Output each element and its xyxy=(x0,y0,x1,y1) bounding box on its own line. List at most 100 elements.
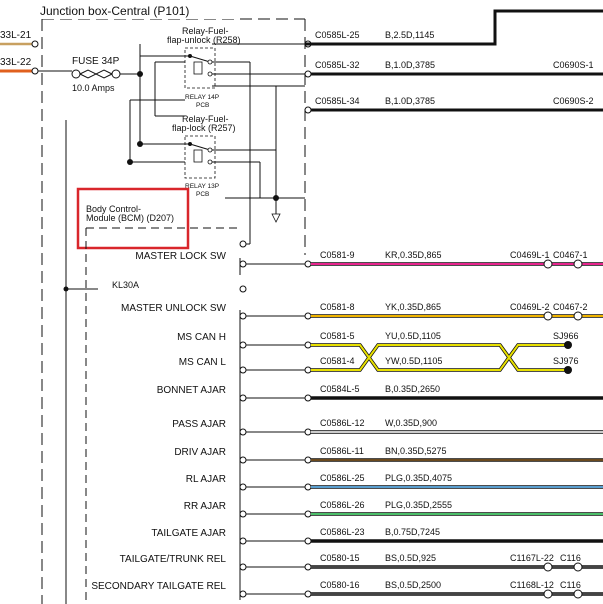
relay-2-name-line1: Relay-Fuel- xyxy=(182,114,229,124)
signal-row: BONNET AJAR C0584L-5 B,0.35D,2650 xyxy=(157,384,603,402)
bcm-pin-icon xyxy=(239,394,247,402)
bcm-pin-icon xyxy=(239,260,247,268)
connector-pin-icon xyxy=(304,590,312,598)
junction-dot-icon xyxy=(137,71,143,77)
wire-spec: PLG,0.35D,4075 xyxy=(385,473,452,483)
wire-pin: C0585L-34 xyxy=(315,96,360,106)
relay-coil-icon xyxy=(193,149,203,163)
wire-pin: C0580-15 xyxy=(320,553,360,563)
relay-switch-icon xyxy=(189,55,211,63)
diode-icon xyxy=(271,213,281,223)
wire-spec: YW,0.5D,1105 xyxy=(385,356,442,366)
fuse-name: FUSE 34P xyxy=(72,56,120,67)
wire-spec: BS,0.5D,2500 xyxy=(385,580,441,590)
wire-pin: C0581-9 xyxy=(320,250,355,260)
connector-pin-icon xyxy=(304,537,312,545)
bcm-pin-icon xyxy=(239,312,247,320)
connector-pin-icon xyxy=(304,312,312,320)
wire-destination: C0690S-2 xyxy=(553,96,594,106)
bcm-pin-icon xyxy=(239,537,247,545)
junction-dot-icon xyxy=(137,141,143,147)
wire-spec: B,0.35D,2650 xyxy=(385,384,440,394)
bcm-pin-icon xyxy=(239,285,247,293)
connector-pin-icon xyxy=(304,563,312,571)
wire-destination-2: C0467-1 xyxy=(553,250,588,260)
signal-label: RR AJAR xyxy=(184,501,226,512)
wire-spec: BS,0.5D,925 xyxy=(385,553,436,563)
junction-dot-icon xyxy=(63,286,69,292)
relay-fuel-flap-unlock: Relay-Fuel- flap-unlock (R258) RELAY 14P… xyxy=(167,26,241,109)
can-wire-line xyxy=(311,344,568,371)
relay-2-pcb-line1: RELAY 13P xyxy=(185,183,219,190)
signal-label: PASS AJAR xyxy=(172,419,226,430)
wire-spec: PLG,0.35D,2555 xyxy=(385,500,452,510)
signal-label: MASTER LOCK SW xyxy=(135,251,226,262)
fuse-terminal-icon xyxy=(71,69,81,79)
bcm-pin-icon xyxy=(239,590,247,598)
wire-pin: C0586L-11 xyxy=(320,446,364,456)
wire-spec: B,0.75D,7245 xyxy=(385,527,440,537)
signal-label: MASTER UNLOCK SW xyxy=(121,303,227,314)
splice-dot-icon xyxy=(564,341,572,349)
relay-switch-icon xyxy=(189,143,211,151)
inline-connector-icon xyxy=(543,562,553,572)
fuse-34p: FUSE 34P 10.0 Amps xyxy=(38,56,140,93)
wire-spec: W,0.35D,900 xyxy=(385,418,437,428)
connector-pin-icon xyxy=(304,428,312,436)
relay-fuel-flap-lock: Relay-Fuel- flap-lock (R257) RELAY 13P P… xyxy=(172,114,236,198)
wire-spec: BN,0.35D,5275 xyxy=(385,446,447,456)
wire-pin: C0580-16 xyxy=(320,580,360,590)
edge-label-bottom: 33L-22 xyxy=(0,57,32,68)
inline-connector-icon xyxy=(573,259,583,269)
relay-coil-icon xyxy=(193,61,203,75)
signal-label: BONNET AJAR xyxy=(157,385,226,396)
inline-connector-icon xyxy=(573,562,583,572)
wire-spec: B,1.0D,3785 xyxy=(385,60,435,70)
wire-pin: C0584L-5 xyxy=(320,384,360,394)
connector-pin-icon xyxy=(31,67,39,75)
bcm-pin-icon xyxy=(239,341,247,349)
fuse-terminal-icon xyxy=(111,69,121,79)
bcm-pin-icon xyxy=(239,510,247,518)
bcm-highlight-box xyxy=(76,187,190,250)
wire-pin: C0581-4 xyxy=(320,356,355,366)
relay-2-name-line2: flap-lock (R257) xyxy=(172,123,236,133)
wire-pin: C0581-8 xyxy=(320,302,355,312)
signal-label: SECONDARY TAILGATE REL xyxy=(91,581,226,592)
junction-box-title: Junction box-Central (P101) xyxy=(40,4,189,18)
connector-pin-icon xyxy=(304,260,312,268)
bcm-pin-icon xyxy=(239,240,247,248)
top-wire-1-route xyxy=(305,9,603,46)
signal-row: SECONDARY TAILGATE REL C0580-16 BS,0.5D,25… xyxy=(91,580,603,599)
wire-destination-2: C116 xyxy=(560,553,581,563)
relay-1-name-line1: Relay-Fuel- xyxy=(182,26,229,36)
bcm-outline xyxy=(85,227,240,604)
signal-label: MS CAN H xyxy=(177,332,226,343)
connector-pin-icon xyxy=(304,106,312,114)
wire-spec: YK,0.35D,865 xyxy=(385,302,441,312)
relay-1-name-line2: flap-unlock (R258) xyxy=(167,35,241,45)
fuse-rating: 10.0 Amps xyxy=(72,83,115,93)
inline-connector-icon xyxy=(543,259,553,269)
bcm-pin-icon xyxy=(239,483,247,491)
connector-pin-icon xyxy=(304,341,312,349)
wire-destination: C0469L-1 xyxy=(510,250,550,260)
wire-destination-2: C0467-2 xyxy=(553,302,588,312)
wire-spec: B,2.5D,1145 xyxy=(385,30,434,40)
connector-pin-icon xyxy=(304,366,312,374)
edge-label-top: 33L-21 xyxy=(0,30,32,41)
wire-destination: C0690S-1 xyxy=(553,60,594,70)
